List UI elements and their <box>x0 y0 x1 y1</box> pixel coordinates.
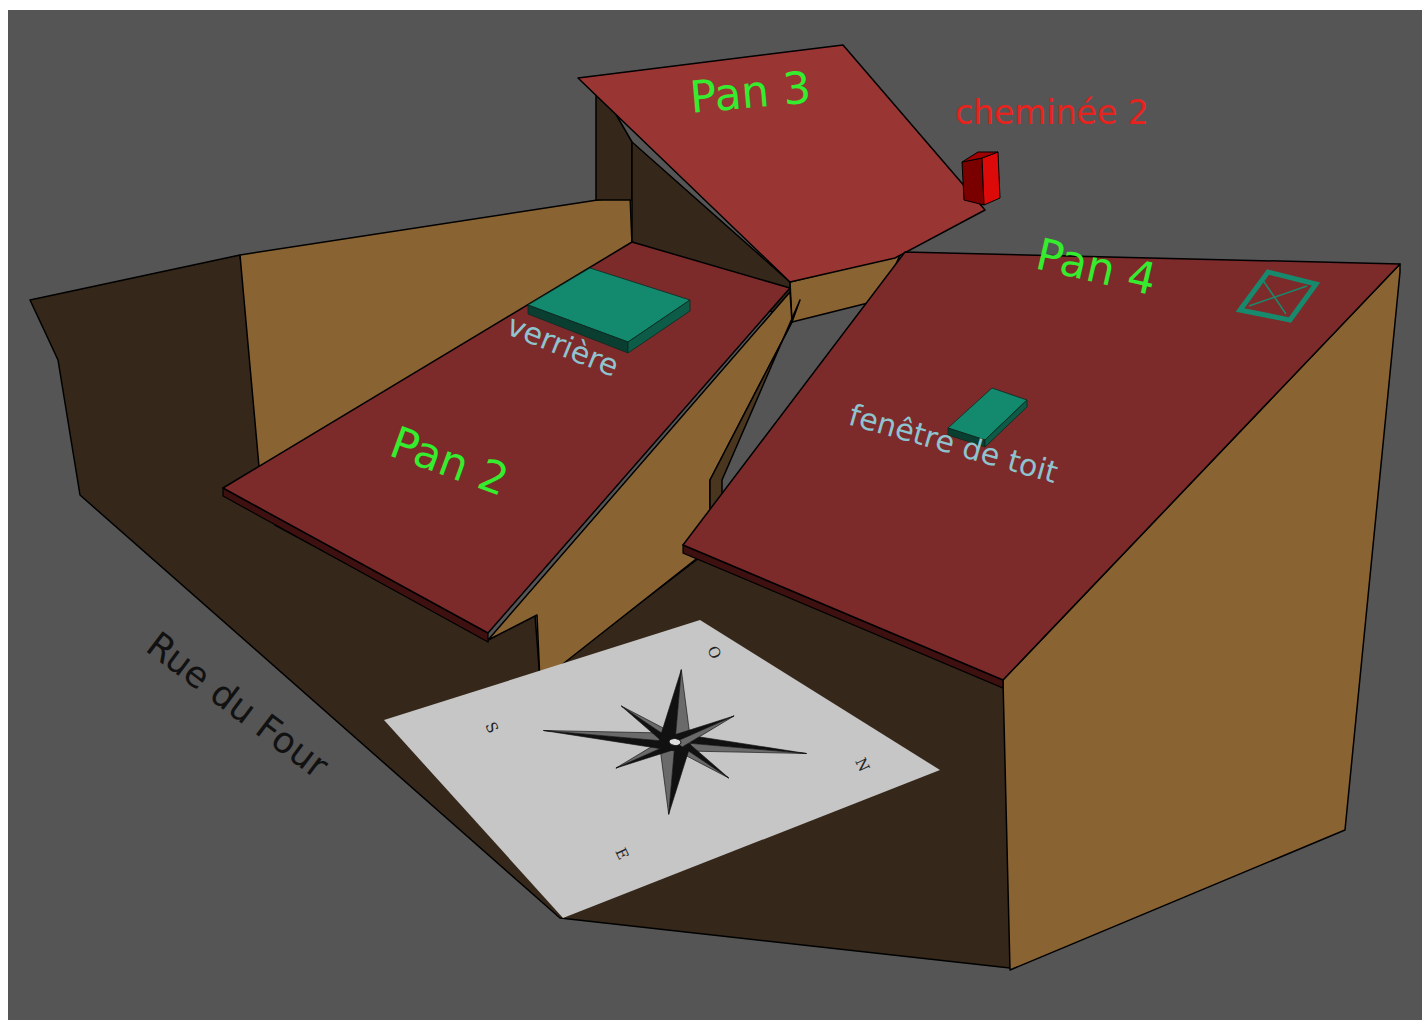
compass-rose <box>537 658 813 826</box>
roof-outline <box>223 242 790 642</box>
chimney-label: cheminée 2 <box>955 96 1149 129</box>
compass-sheet <box>384 620 940 918</box>
rose-ray <box>667 710 734 747</box>
compass-letter: N <box>852 756 871 774</box>
feature-label: verrière <box>503 310 623 382</box>
rose-center <box>669 738 682 746</box>
chimney-top <box>962 152 998 162</box>
compass-letter: E <box>612 846 630 862</box>
compass-letter: S <box>482 720 500 736</box>
street-name: Rue du Four <box>140 626 334 785</box>
roof-pan: Pan 2 <box>223 242 790 642</box>
background <box>8 10 1422 1020</box>
compass-letter: O <box>704 644 723 661</box>
feature-label: fenêtre de toit <box>846 400 1061 488</box>
chimney-front <box>962 158 984 205</box>
rose-ray <box>675 711 734 751</box>
roof-surface <box>683 252 1400 680</box>
chimney-side <box>982 152 1000 205</box>
roof-surface <box>223 242 790 633</box>
